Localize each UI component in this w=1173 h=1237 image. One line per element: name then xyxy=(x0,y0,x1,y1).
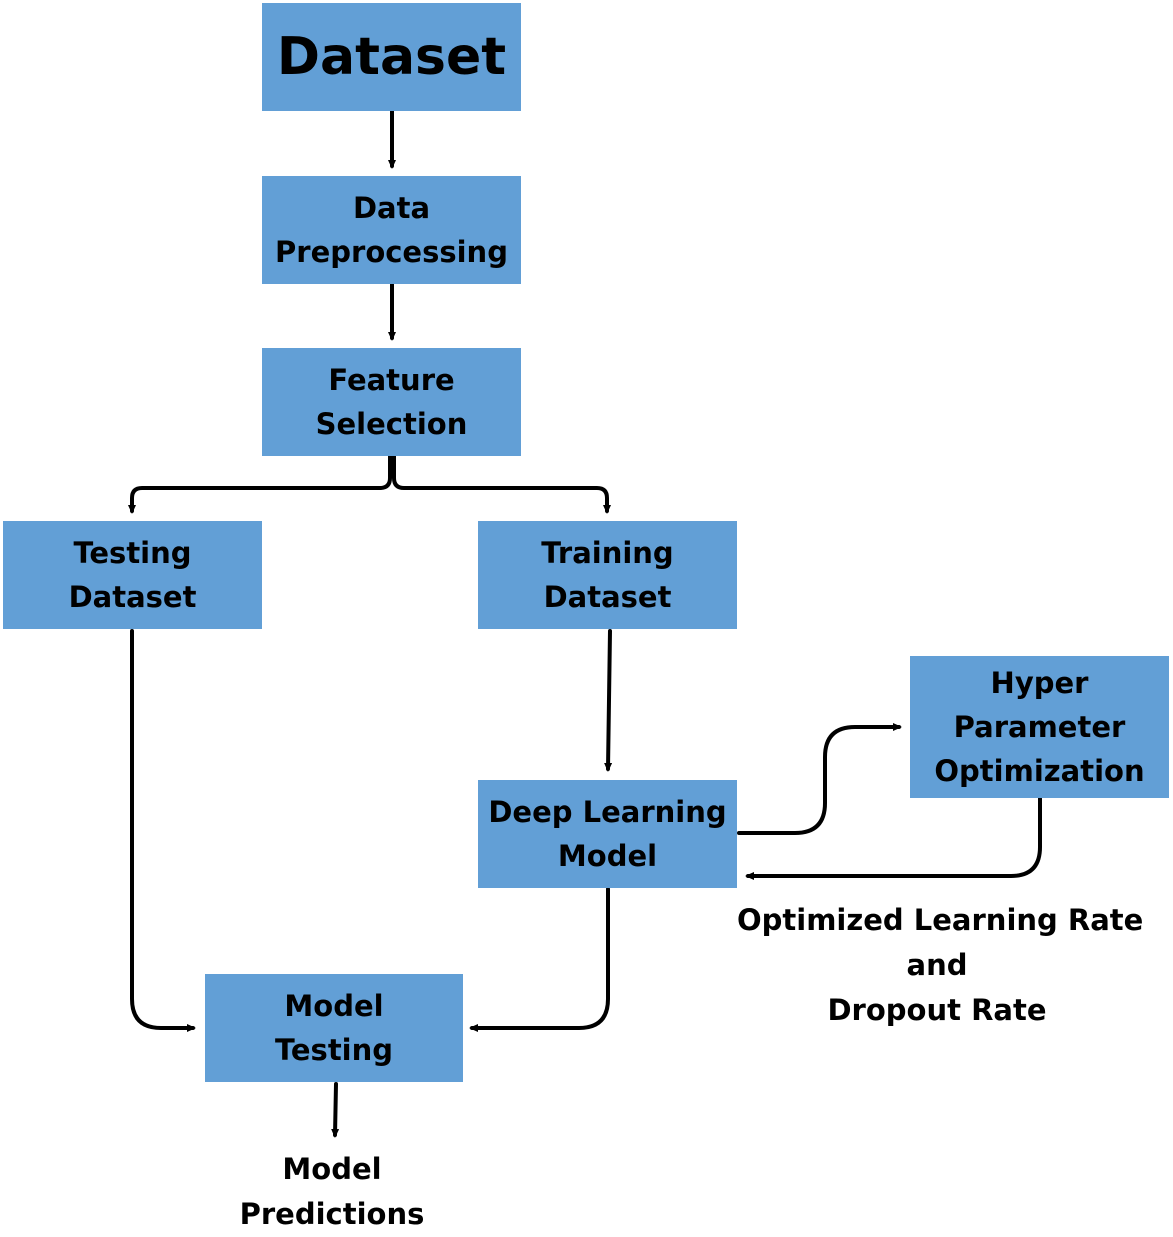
arrow-feature-to-testing xyxy=(128,454,392,514)
feature-selection-label-line1: Feature xyxy=(328,363,455,397)
optimized-rates-line1: Optimized Learning Rate xyxy=(737,903,1144,937)
optimized-rates-label: Optimized Learning Rate and Dropout Rate xyxy=(737,898,1144,1033)
training-dataset-node: Training Dataset xyxy=(478,521,737,629)
training-dataset-label-line2: Dataset xyxy=(543,580,672,614)
hyper-parameter-label-line3: Optimization xyxy=(934,754,1145,788)
testing-dataset-label-line1: Testing xyxy=(73,536,192,570)
data-preprocessing-label-line1: Data xyxy=(352,191,431,225)
model-testing-label-line2: Testing xyxy=(274,1033,394,1067)
deep-learning-label-line1: Deep Learning xyxy=(488,795,727,829)
model-predictions-label: Model Predictions xyxy=(212,1147,452,1237)
hyper-parameter-label-line2: Parameter xyxy=(953,710,1126,744)
arrow-training-to-deep-learning xyxy=(604,629,613,772)
deep-learning-model-node: Deep Learning Model xyxy=(478,780,737,888)
dataset-node: Dataset xyxy=(262,3,521,111)
arrow-hyper-param-to-deep-learning xyxy=(745,796,1042,880)
model-testing-label-line1: Model xyxy=(284,989,384,1023)
arrow-deep-learning-to-hyper-param xyxy=(737,723,902,835)
dataset-node-label: Dataset xyxy=(276,27,507,87)
testing-dataset-node: Testing Dataset xyxy=(3,521,262,629)
optimized-rates-line3: Dropout Rate xyxy=(827,993,1047,1027)
feature-selection-node: Feature Selection xyxy=(262,348,521,456)
optimized-rates-line2: and xyxy=(906,948,968,982)
model-predictions-line1: Model xyxy=(282,1152,382,1186)
arrow-deep-learning-to-model-testing xyxy=(469,887,610,1032)
deep-learning-label-line2: Model xyxy=(557,839,658,873)
data-preprocessing-label-line2: Preprocessing xyxy=(275,235,508,269)
arrow-testing-to-model-testing xyxy=(130,629,196,1032)
model-testing-node: Model Testing xyxy=(205,974,463,1082)
hyper-parameter-label-line1: Hyper xyxy=(990,666,1089,700)
testing-dataset-label-line2: Dataset xyxy=(68,580,197,614)
arrow-model-testing-to-predictions xyxy=(331,1082,340,1138)
data-preprocessing-node: Data Preprocessing xyxy=(262,176,521,284)
training-dataset-label-line1: Training xyxy=(541,536,674,570)
hyper-parameter-optimization-node: Hyper Parameter Optimization xyxy=(910,656,1169,798)
arrow-feature-to-training xyxy=(392,454,611,514)
feature-selection-label-line2: Selection xyxy=(315,407,468,441)
model-predictions-line2: Predictions xyxy=(239,1197,425,1231)
